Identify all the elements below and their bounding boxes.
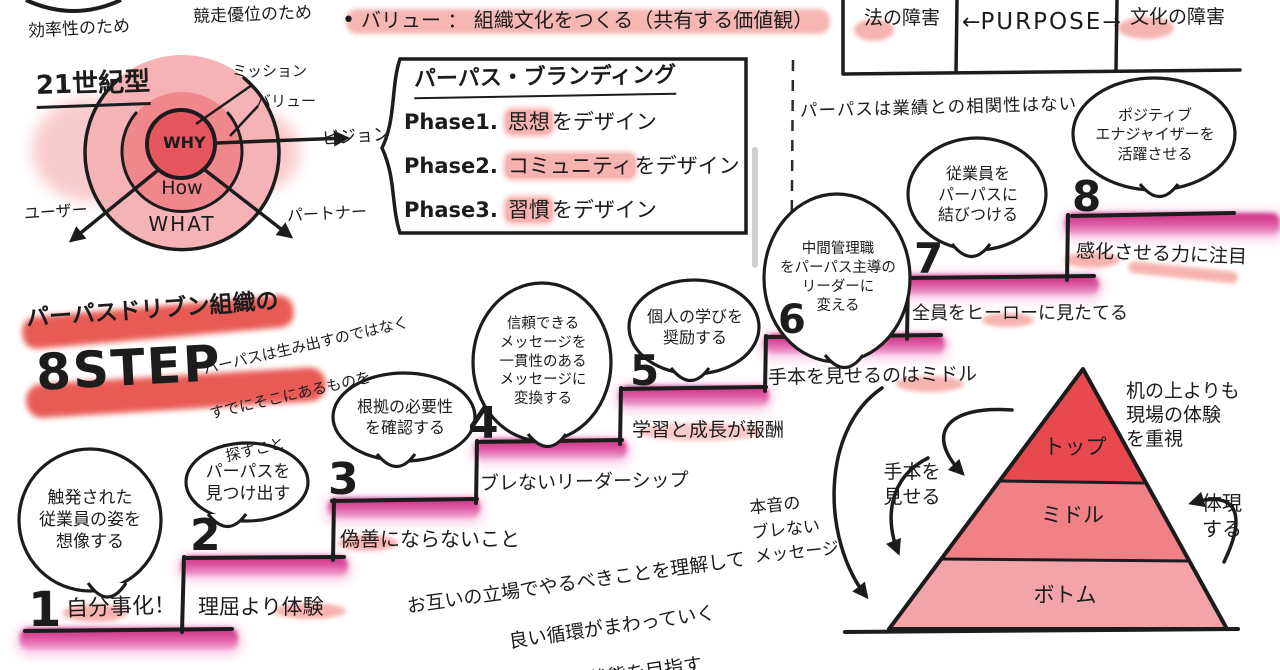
table-cell-culture-barrier: 文化の障害 [1129,6,1225,28]
step-2-note: 理屈より体験 [198,595,324,619]
branding-box-title: パーパス・ブランディング [413,61,677,99]
partner-label: パートナー [286,201,368,226]
phase-2-label: Phase2. [404,154,498,178]
right-arrow-icon: → [1102,9,1121,35]
embody-label: 体現 する [1202,491,1242,541]
pink-highlights [56,9,1238,622]
step-6-number: 6 [778,297,806,343]
phase-2-rest: をデザイン [634,154,740,178]
phase-3-highlight: 習慣 [505,198,552,222]
user-label: ユーザー [23,199,89,224]
mutual-note-line-3: 状態を目指す [588,645,761,670]
step-2-number: 2 [190,510,221,561]
vision-label: ビジョン [321,124,391,150]
step-8-bubble-text: ポジティブ エナジャイザーを 活躍させる [1095,105,1215,163]
value-definition-line: •バリュー ： 組織文化をつくる（共有する価値観） [342,7,813,36]
left-arrow-icon: ← [962,9,981,35]
golden-circle-title: 21世紀型 [35,66,151,109]
bubble-tails [86,182,1180,599]
note-competitive-advantage: 競走優位のため [192,2,313,28]
pyramid-bottom-label: ボトム [1033,583,1097,607]
mission-label: ミッション [232,62,308,80]
step-7-bubble-text: 従業員を パーパスに 結びつける [937,163,1018,225]
what-label: WHAT [148,212,216,236]
phase-3-row: Phase3. 習慣をデザイン [404,194,657,224]
phase-3-label: Phase3. [404,198,498,222]
honest-message-note: 本音の ブレない メッセージ [748,493,841,568]
phase-2-row: Phase2. コミュニティをデザイン [404,150,740,180]
mutual-note-line-2: 良い循環がまわっていく [507,602,717,653]
table-cell-purpose: ← PURPOSE → [962,8,1121,38]
step-3-bubble-text: 根拠の必要性 を確認する [356,397,453,437]
speech-bubbles [17,76,1237,599]
red-marker-strokes [22,295,326,418]
speech-bubble-1 [17,447,163,593]
cutoff-circle-arc [25,0,122,13]
step-5-number: 5 [630,346,660,395]
value-label: バリュー [256,92,317,110]
how-label: How [161,177,203,199]
cascade-arrow-middle [886,456,930,556]
step-1-number: 1 [28,582,62,638]
show-example-label: 手本を 見せる [883,461,941,508]
step-7-note: 全員をヒーローに見たてる [912,303,1128,324]
golden-circle-diagram [68,55,350,252]
step-3-note: 偽善にならないこと [340,527,520,551]
branding-box [380,57,748,235]
step-4-number: 4 [468,398,499,449]
branding-box-title-text: パーパス・ブランディング [413,61,677,99]
cascade-arrow-outer [832,386,884,600]
eight-step-title-main: 8STEP [34,334,224,402]
phase-1-rest: をデザイン [551,110,657,134]
phase-1-row: Phase1. 思想をデザイン [404,106,657,136]
pyramid-middle-label: ミドル [1041,503,1104,527]
value-definition-text: バリュー ： 組織文化をつくる（共有する価値観） [360,8,814,32]
field-experience-note: 机の上よりも 現場の体験 を重視 [1126,380,1240,450]
step-1-bubble-text: 触発された 従業員の姿を 想像する [39,487,141,553]
step-3-number: 3 [328,454,359,505]
pyramid-top-label: トップ [1043,435,1107,459]
step-4-bubble-text: 信頼できる メッセージを 一貫性のある メッセージに 変換する [499,315,587,408]
why-label: WHY [163,133,206,152]
table-cell-legal-barrier: 法の障害 [863,7,940,29]
step-4-note: ブレないリーダーシップ [479,469,689,495]
speech-bubble-2 [184,441,310,523]
pyramid [832,367,1240,634]
why-circle [145,108,217,180]
golden-circle-title-text: 21世紀型 [35,66,151,109]
step-6-bubble-text: 中間管理職 をパーパス主導の リーダーに 変える [780,241,896,314]
step-8-number: 8 [1072,172,1102,221]
phase-2-highlight: コミュニティ [505,154,635,178]
step-7-number: 7 [914,234,944,283]
phase-1-highlight: 思想 [505,110,552,134]
cascade-arrow-top [941,407,1014,476]
purpose-label: PURPOSE [980,9,1103,35]
step-5-bubble-text: 個人の学びを 奨励する [646,307,743,347]
phase-3-rest: をデザイン [551,198,657,222]
step-6-note: 手本を見せるのはミドル [767,363,978,389]
bullet-icon: • [342,8,355,33]
embody-arrow [1188,491,1238,564]
step-5-note: 学習と成長が報酬 [632,419,785,441]
purpose-table-lines [841,0,1242,76]
step-2-bubble-text: パーパスを 見つけ出す [205,461,291,504]
phase-1-label: Phase1. [404,110,498,134]
step-1-note: 自分事化！ [65,593,177,622]
